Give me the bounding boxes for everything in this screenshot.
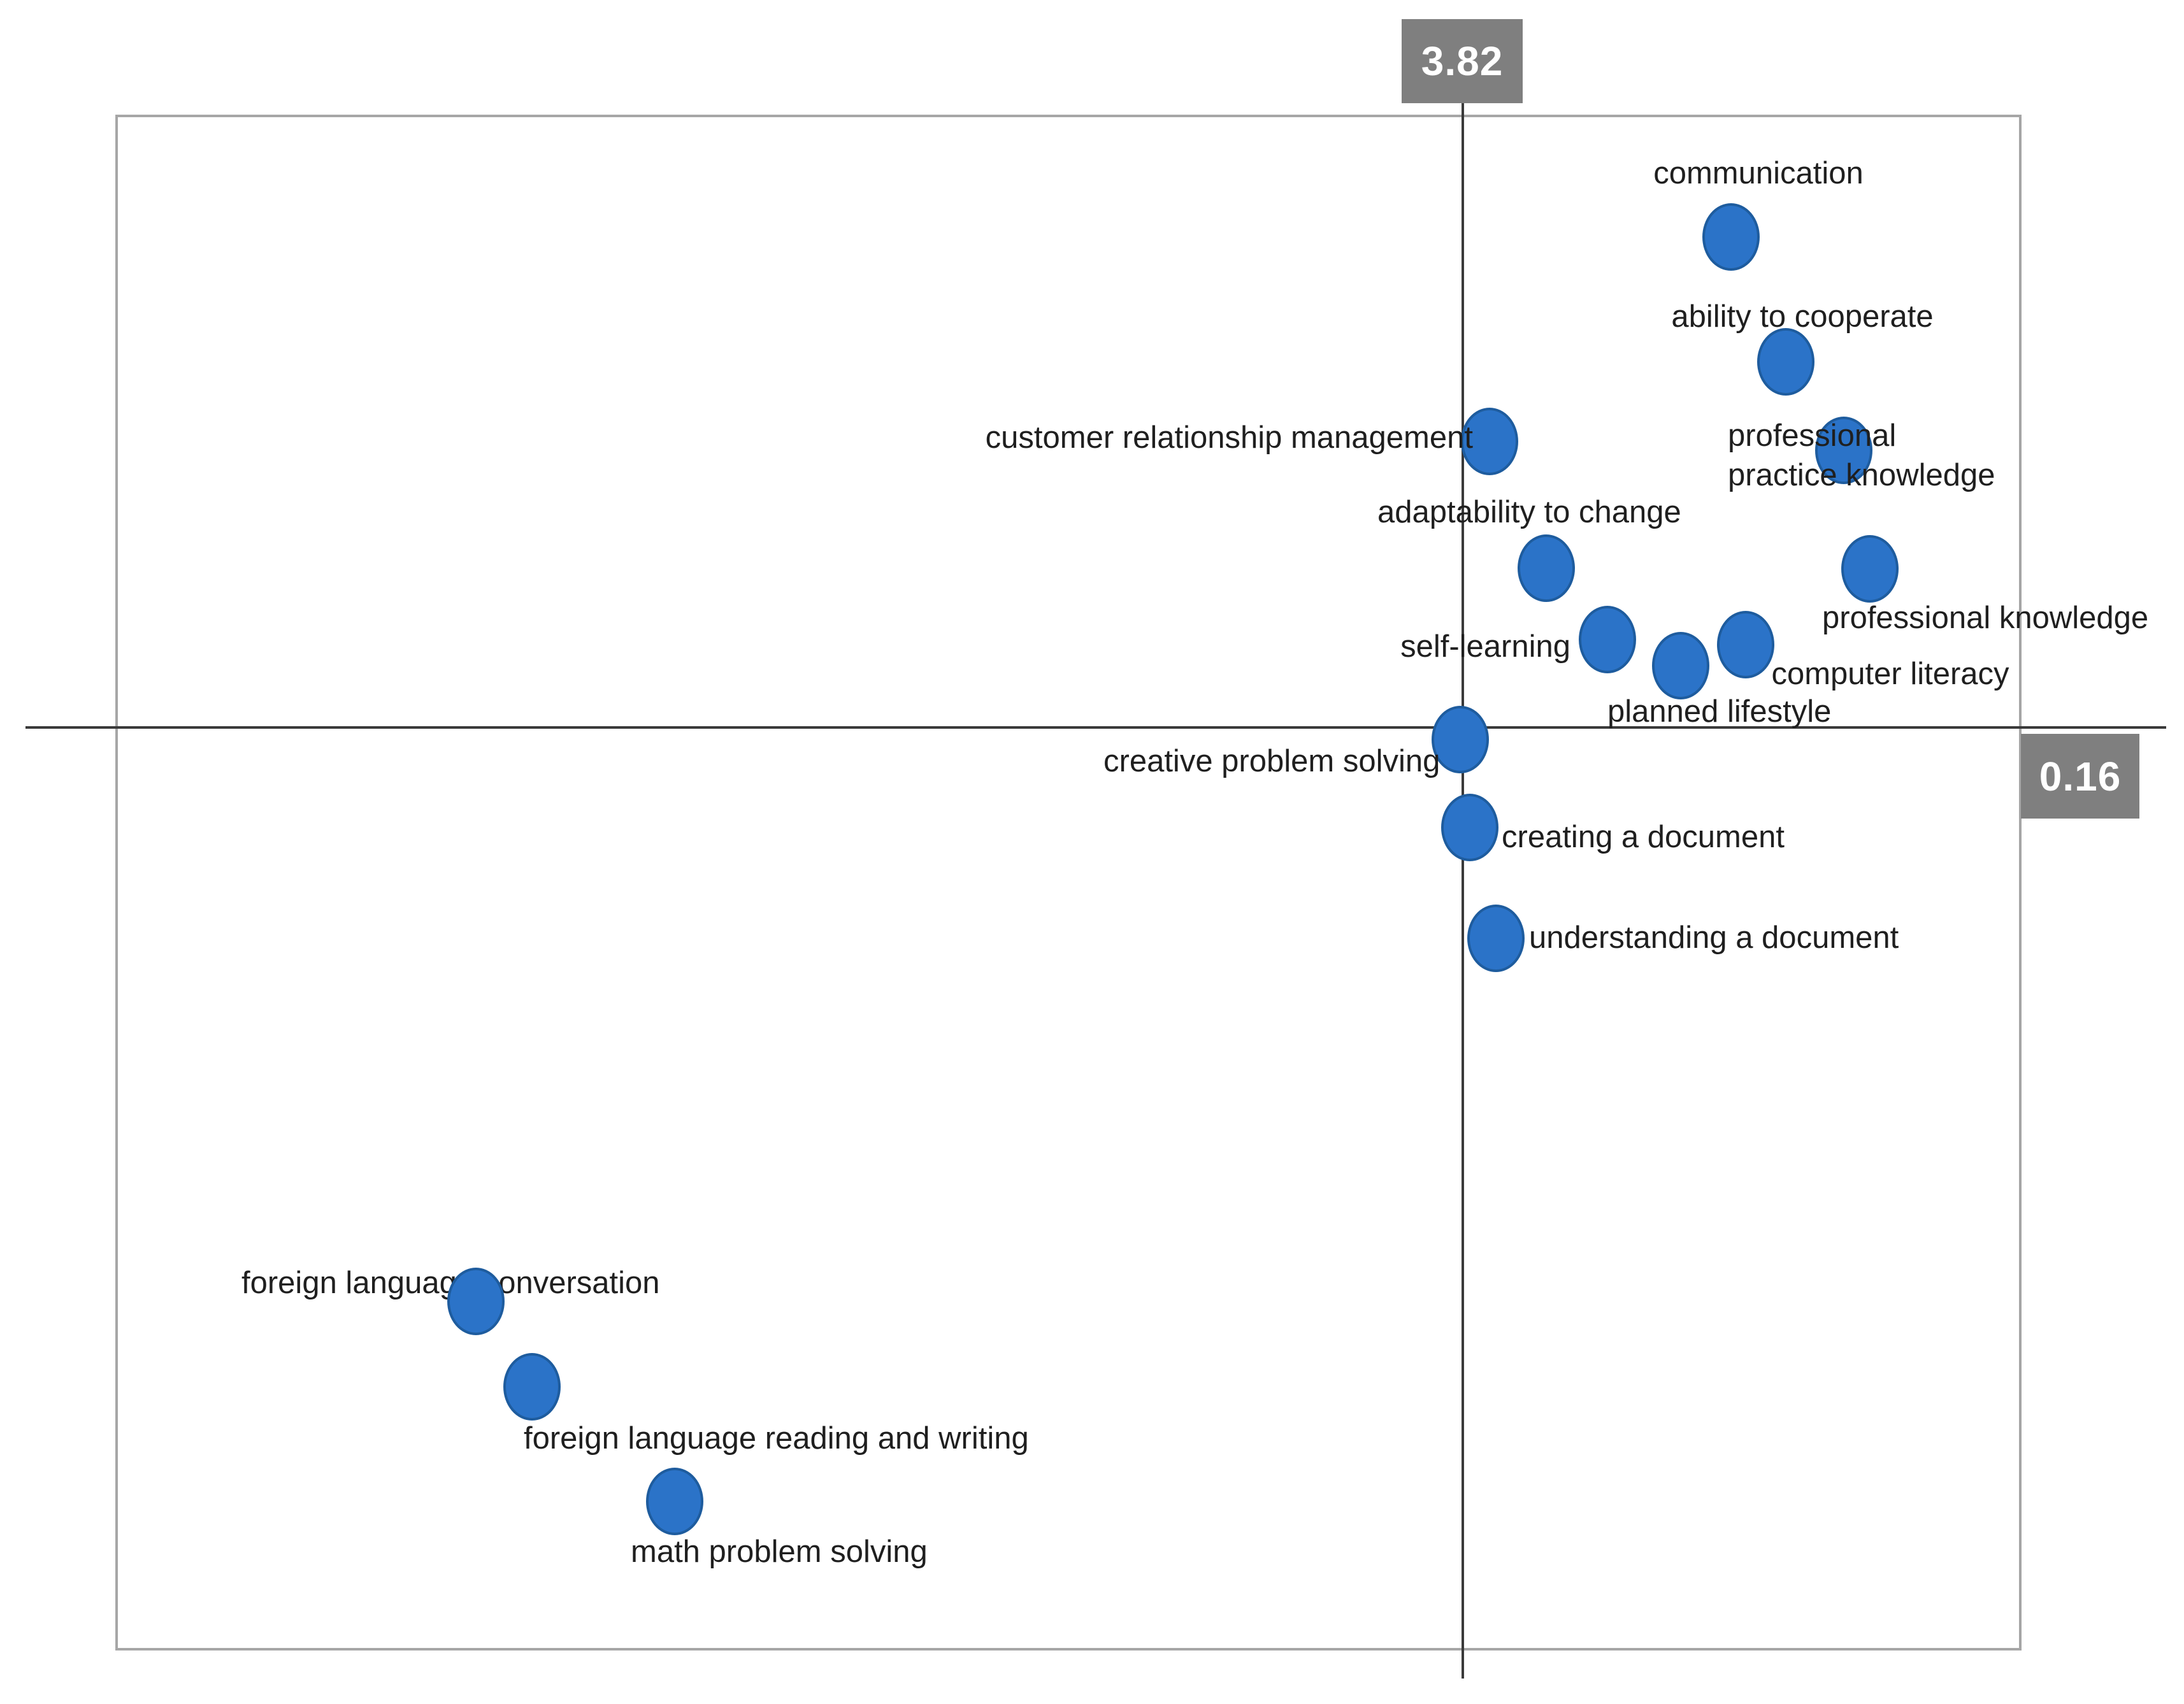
- data-point-label: ability to cooperate: [1671, 299, 1933, 334]
- data-point: [503, 1353, 561, 1421]
- data-point: [1717, 611, 1774, 678]
- plot-border: [115, 115, 2022, 1650]
- data-point: [1757, 328, 1814, 396]
- data-point-label: creative problem solving: [1103, 744, 1440, 778]
- data-point: [1579, 606, 1636, 673]
- data-point-label: computer literacy: [1771, 657, 2009, 691]
- horizontal-line-value-box: 0.16: [2021, 734, 2139, 819]
- data-point-label: understanding a document: [1529, 920, 1899, 955]
- data-point-label: communication: [1653, 156, 1864, 190]
- data-point: [1652, 632, 1709, 699]
- data-point-label: professional knowledge: [1822, 601, 2148, 635]
- data-point-label: creating a document: [1502, 820, 1785, 854]
- data-point: [1441, 794, 1498, 861]
- data-point: [447, 1268, 505, 1335]
- data-point-label: customer relationship management: [986, 420, 1474, 455]
- data-point-label: foreign language reading and writing: [524, 1421, 1029, 1456]
- data-point: [1702, 203, 1760, 271]
- data-point: [646, 1468, 703, 1535]
- data-point: [1461, 408, 1518, 475]
- data-point: [1815, 417, 1872, 484]
- data-point: [1518, 534, 1575, 602]
- data-point-label: adaptability to change: [1377, 495, 1681, 529]
- data-point-label: self-learning: [1400, 629, 1570, 664]
- data-point: [1841, 535, 1899, 603]
- vertical-line-value-box: 3.82: [1402, 19, 1523, 103]
- data-point-label: math problem solving: [631, 1535, 928, 1569]
- data-point: [1467, 905, 1525, 972]
- data-point: [1432, 706, 1489, 773]
- data-point-label: planned lifestyle: [1607, 694, 1831, 729]
